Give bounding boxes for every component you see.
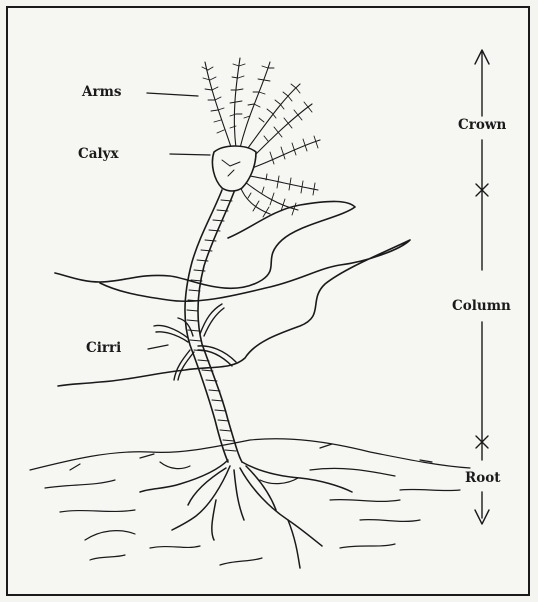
- root-label: Root: [465, 472, 500, 486]
- seafloor-sediment: [30, 439, 470, 565]
- crown-label: Crown: [458, 119, 506, 133]
- leader-lines: [147, 93, 210, 349]
- arms-label: Arms: [82, 86, 121, 100]
- column-stalk: [185, 190, 242, 462]
- calyx-cup: [212, 146, 256, 191]
- cirri-label: Cirri: [86, 342, 121, 356]
- arms-crown: [202, 58, 320, 217]
- root-holdfast: [140, 460, 352, 568]
- column-label: Column: [452, 300, 511, 314]
- calyx-label: Calyx: [78, 148, 119, 162]
